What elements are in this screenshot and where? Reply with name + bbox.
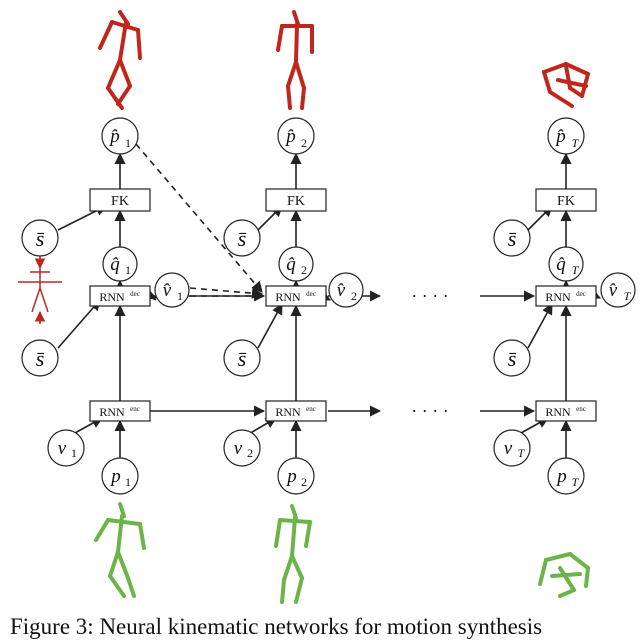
svg-text:s̄: s̄ xyxy=(508,226,517,251)
output-skeleton-2 xyxy=(276,10,314,110)
fk-box-2: FK xyxy=(265,188,327,212)
svg-text:enc: enc xyxy=(576,405,586,413)
svg-text:2: 2 xyxy=(301,136,307,150)
svg-text:RNN: RNN xyxy=(545,405,571,419)
svg-text:RNN: RNN xyxy=(99,405,125,419)
svg-text:v̂: v̂ xyxy=(163,280,172,301)
node-p1-hat: p̂ 1 xyxy=(101,117,139,155)
svg-text:RNN: RNN xyxy=(99,290,125,304)
svg-text:1: 1 xyxy=(125,263,131,277)
svg-text:T: T xyxy=(572,263,580,277)
edge-s-decT xyxy=(527,303,553,349)
svg-text:q̂: q̂ xyxy=(556,254,566,275)
node-qT-hat: q̂ T xyxy=(548,246,584,282)
node-v2-hat: v̂ 2 xyxy=(328,272,364,308)
rnn-dec-2: RNN dec xyxy=(265,285,327,307)
svg-text:p: p xyxy=(109,466,121,487)
node-s-bar-fk1: s̄ xyxy=(21,219,59,257)
svg-text:v: v xyxy=(504,438,513,459)
svg-text:s̄: s̄ xyxy=(238,226,247,251)
edge-s-dec1 xyxy=(57,299,101,349)
svg-text:2: 2 xyxy=(351,289,357,303)
svg-text:enc: enc xyxy=(306,405,316,413)
svg-text:1: 1 xyxy=(125,136,131,150)
node-s-bar-dec2: s̄ xyxy=(223,339,261,377)
fk-box-T: FK xyxy=(535,188,597,212)
ellipsis-dec: · · · · xyxy=(411,286,448,306)
node-vT: v T xyxy=(493,429,531,467)
node-q1-hat: q̂ 1 xyxy=(102,246,138,282)
svg-text:v: v xyxy=(234,438,243,459)
node-p1: p 1 xyxy=(101,457,139,495)
figure-caption: Figure 3: Neural kinematic networks for … xyxy=(10,614,543,639)
svg-text:enc: enc xyxy=(130,405,140,413)
svg-text:1: 1 xyxy=(125,475,131,489)
svg-text:v̂: v̂ xyxy=(337,280,346,301)
node-v1: v 1 xyxy=(47,429,85,467)
node-s-bar-fk2: s̄ xyxy=(223,219,261,257)
rnn-enc-2: RNN enc xyxy=(265,400,327,422)
svg-text:s̄: s̄ xyxy=(238,346,247,371)
svg-text:RNN: RNN xyxy=(275,405,301,419)
svg-text:p̂: p̂ xyxy=(284,126,296,147)
svg-text:dec: dec xyxy=(130,290,140,298)
svg-text:p̂: p̂ xyxy=(554,126,566,147)
input-skeleton-2 xyxy=(274,504,312,604)
svg-text:2: 2 xyxy=(301,475,307,489)
node-p2-hat: p̂ 2 xyxy=(277,117,315,155)
node-s-bar-dec1: s̄ xyxy=(21,339,59,377)
svg-text:p̂: p̂ xyxy=(108,126,120,147)
reference-skeleton xyxy=(18,268,62,313)
svg-text:s̄: s̄ xyxy=(36,346,45,371)
input-skeleton-1 xyxy=(94,502,146,598)
node-s-bar-fkT: s̄ xyxy=(493,219,531,257)
svg-text:p: p xyxy=(555,466,567,487)
input-skeleton-T xyxy=(538,552,590,598)
ellipsis-enc: · · · · xyxy=(411,401,448,421)
svg-text:q̂: q̂ xyxy=(286,254,296,275)
dashed-edge-p1hat-dec2 xyxy=(135,143,263,293)
svg-text:dec: dec xyxy=(306,290,316,298)
rnn-enc-1: RNN enc xyxy=(89,400,151,422)
dashed-edge-v1hat-dec2 xyxy=(189,287,264,299)
fk-box-1: FK xyxy=(89,188,151,212)
rnn-dec-1: RNN dec xyxy=(89,285,151,307)
svg-text:T: T xyxy=(518,446,526,460)
svg-text:T: T xyxy=(624,289,632,303)
rnn-enc-T: RNN enc xyxy=(535,400,597,422)
svg-text:T: T xyxy=(572,136,580,150)
node-pT-hat: p̂ T xyxy=(547,117,585,155)
node-vT-hat: v̂ T xyxy=(600,272,636,308)
output-skeleton-1 xyxy=(98,10,142,110)
svg-text:dec: dec xyxy=(576,290,586,298)
svg-text:v: v xyxy=(58,438,67,459)
svg-text:p: p xyxy=(285,466,297,487)
svg-text:RNN: RNN xyxy=(275,290,301,304)
svg-text:q̂: q̂ xyxy=(110,254,120,275)
output-skeleton-T xyxy=(542,62,590,108)
svg-text:2: 2 xyxy=(301,263,307,277)
rnn-dec-T: RNN dec xyxy=(535,285,597,307)
kinematic-network-diagram: · · · · · · · · p̂ 1 FK q̂ 1 v̂ 1 RNN de… xyxy=(18,10,636,604)
node-s-bar-decT: s̄ xyxy=(493,339,531,377)
svg-text:2: 2 xyxy=(247,446,253,460)
svg-text:RNN: RNN xyxy=(545,290,571,304)
svg-text:s̄: s̄ xyxy=(508,346,517,371)
svg-text:v̂: v̂ xyxy=(609,280,618,301)
node-p2: p 2 xyxy=(277,457,315,495)
node-q2-hat: q̂ 2 xyxy=(278,246,314,282)
node-pT: p T xyxy=(547,457,585,495)
svg-text:1: 1 xyxy=(71,446,77,460)
node-v2: v 2 xyxy=(223,429,261,467)
svg-text:T: T xyxy=(572,475,580,489)
svg-text:s̄: s̄ xyxy=(36,226,45,251)
svg-text:FK: FK xyxy=(111,194,129,209)
svg-text:1: 1 xyxy=(177,289,183,303)
node-v1-hat: v̂ 1 xyxy=(154,272,190,308)
edge-s-dec2 xyxy=(257,303,283,349)
svg-text:FK: FK xyxy=(287,194,305,209)
svg-text:FK: FK xyxy=(557,194,575,209)
